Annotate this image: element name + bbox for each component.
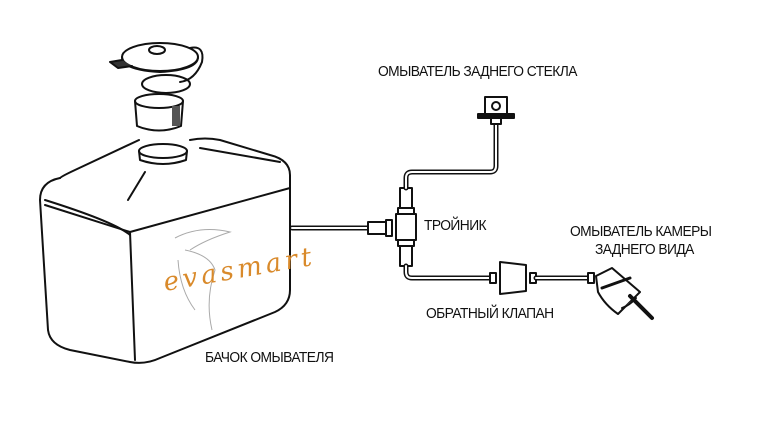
logo-swirl bbox=[174, 229, 232, 331]
tank-filter bbox=[134, 93, 184, 132]
check-valve bbox=[489, 261, 537, 295]
rear-glass-washer-nozzle bbox=[477, 96, 515, 125]
hose-check-valve bbox=[403, 263, 493, 281]
label-tank: БАЧОК ОМЫВАТЕЛЯ bbox=[205, 349, 334, 366]
washer-tank bbox=[39, 137, 291, 364]
hose-rear-washer bbox=[403, 119, 499, 191]
brand-logo: evasmart bbox=[161, 242, 318, 298]
label-rear-glass-washer: ОМЫВАТЕЛЬ ЗАДНЕГО СТЕКЛА bbox=[378, 63, 577, 80]
tank-cap bbox=[109, 42, 204, 94]
tee-connector bbox=[367, 187, 417, 267]
camera-washer-nozzle bbox=[587, 267, 654, 320]
label-check-valve: ОБРАТНЫЙ КЛАПАН bbox=[426, 305, 554, 322]
label-camera-washer-line1: ОМЫВАТЕЛЬ КАМЕРЫ bbox=[570, 223, 712, 240]
label-tee: ТРОЙНИК bbox=[424, 217, 487, 234]
label-camera-washer-line2: ЗАДНЕГО ВИДА bbox=[595, 241, 694, 258]
